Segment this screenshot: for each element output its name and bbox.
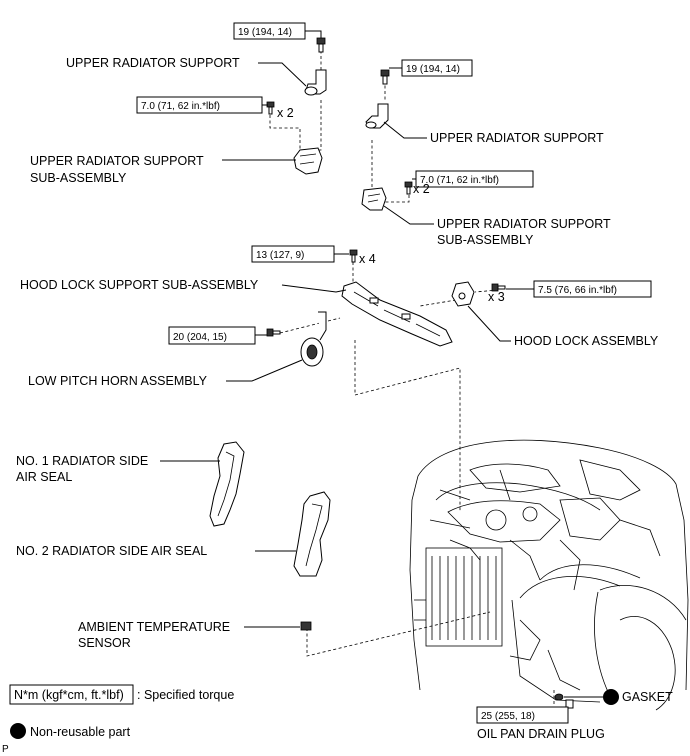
svg-text:19 (194, 14): 19 (194, 14) <box>406 64 460 75</box>
hood-lock-support-sub-assembly-part <box>341 281 453 347</box>
callout-low-pitch-horn: LOW PITCH HORN ASSEMBLY <box>28 359 303 388</box>
callout-hood-lock-support: HOOD LOCK SUPPORT SUB-ASSEMBLY <box>20 278 347 293</box>
callout-gasket: GASKET <box>564 689 673 705</box>
torque-box-t6: 7.5 (76, 66 in.*lbf) x 3 <box>488 280 652 304</box>
svg-text:13 (127, 9): 13 (127, 9) <box>256 250 304 261</box>
svg-text:SUB-ASSEMBLY: SUB-ASSEMBLY <box>437 233 534 247</box>
non-reusable-dot-icon <box>603 689 619 705</box>
svg-text:AIR SEAL: AIR SEAL <box>16 470 72 484</box>
torque-box-t8: 25 (255, 18) <box>476 706 569 724</box>
page-marker: P <box>2 744 9 755</box>
svg-text:UPPER RADIATOR SUPPORT: UPPER RADIATOR SUPPORT <box>430 131 604 145</box>
oil-pan-drain-plug-part <box>565 699 574 709</box>
bolt-icon <box>380 69 390 85</box>
bolt-icon <box>316 37 326 53</box>
ambient-temperature-sensor-part <box>300 621 312 631</box>
svg-text:7.0 (71, 62 in.*lbf): 7.0 (71, 62 in.*lbf) <box>141 101 220 112</box>
svg-text:NO. 2 RADIATOR SIDE AIR SEAL: NO. 2 RADIATOR SIDE AIR SEAL <box>16 544 207 558</box>
low-pitch-horn-assembly-part <box>300 311 327 367</box>
callout-upper-support-sub-right: UPPER RADIATOR SUPPORT SUB-ASSEMBLY <box>383 205 611 247</box>
svg-text:SUB-ASSEMBLY: SUB-ASSEMBLY <box>30 171 127 185</box>
svg-text:25 (255, 18): 25 (255, 18) <box>481 711 535 722</box>
bolt-icon <box>266 328 281 337</box>
callout-oil-pan-drain-plug: OIL PAN DRAIN PLUG <box>477 727 605 741</box>
no1-radiator-side-air-seal-part <box>209 441 245 527</box>
qty-x2-right: x 2 <box>413 182 430 196</box>
callout-upper-support-sub-left: UPPER RADIATOR SUPPORT SUB-ASSEMBLY <box>30 154 296 185</box>
svg-text:HOOD LOCK SUPPORT SUB-ASSEMBLY: HOOD LOCK SUPPORT SUB-ASSEMBLY <box>20 278 259 292</box>
legend: N*m (kgf*cm, ft.*lbf) : Specified torque… <box>9 684 234 739</box>
callout-ambient-sensor: AMBIENT TEMPERATURE SENSOR <box>78 620 300 650</box>
no2-radiator-side-air-seal-part <box>293 491 331 577</box>
svg-text:LOW PITCH HORN ASSEMBLY: LOW PITCH HORN ASSEMBLY <box>28 374 208 388</box>
callout-no2-seal: NO. 2 RADIATOR SIDE AIR SEAL <box>16 544 296 558</box>
upper-radiator-support-left-part <box>304 69 327 96</box>
torque-box-t7: 20 (204, 15) <box>168 326 267 345</box>
callout-upper-support-right: UPPER RADIATOR SUPPORT <box>383 121 604 145</box>
torque-box-t4: 7.0 (71, 62 in.*lbf) x 2 <box>412 170 534 196</box>
svg-text:AMBIENT TEMPERATURE: AMBIENT TEMPERATURE <box>78 620 230 634</box>
torque-box-t1: 19 (194, 14) <box>233 22 322 40</box>
bolt-icon <box>491 283 506 292</box>
legend-torque-key: N*m (kgf*cm, ft.*lbf) <box>14 688 124 702</box>
legend-torque-desc: : Specified torque <box>137 688 234 702</box>
svg-text:20 (204, 15): 20 (204, 15) <box>173 332 227 343</box>
gasket-part <box>554 693 564 701</box>
upper-radiator-support-sub-assembly-right-part <box>361 187 387 211</box>
svg-text:UPPER RADIATOR SUPPORT: UPPER RADIATOR SUPPORT <box>437 217 611 231</box>
svg-text:7.0 (71, 62 in.*lbf): 7.0 (71, 62 in.*lbf) <box>420 175 499 186</box>
svg-text:GASKET: GASKET <box>622 690 673 704</box>
bolt-icon <box>404 181 413 195</box>
engine-bay-illustration <box>409 439 689 711</box>
svg-text:19 (194, 14): 19 (194, 14) <box>238 27 292 38</box>
svg-text:NO. 1 RADIATOR SIDE: NO. 1 RADIATOR SIDE <box>16 454 148 468</box>
svg-text:7.5 (76, 66 in.*lbf): 7.5 (76, 66 in.*lbf) <box>538 285 617 296</box>
svg-text:UPPER RADIATOR SUPPORT: UPPER RADIATOR SUPPORT <box>30 154 204 168</box>
callout-upper-support-left: UPPER RADIATOR SUPPORT <box>66 56 307 87</box>
torque-box-t3: 7.0 (71, 62 in.*lbf) x 2 <box>136 96 294 120</box>
svg-text:OIL PAN DRAIN PLUG: OIL PAN DRAIN PLUG <box>477 727 605 741</box>
callout-no1-seal: NO. 1 RADIATOR SIDE AIR SEAL <box>16 454 220 484</box>
callout-hood-lock-assembly: HOOD LOCK ASSEMBLY <box>467 305 659 348</box>
bolt-icon <box>266 101 275 115</box>
qty-x2-left: x 2 <box>277 106 294 120</box>
svg-text:UPPER RADIATOR SUPPORT: UPPER RADIATOR SUPPORT <box>66 56 240 70</box>
qty-x3: x 3 <box>488 290 505 304</box>
hood-lock-assembly-part <box>451 281 475 307</box>
bolt-icon <box>349 249 358 263</box>
torque-box-t5: 13 (127, 9) x 4 <box>251 245 376 266</box>
torque-box-t2: 19 (194, 14) <box>389 59 473 77</box>
qty-x4: x 4 <box>359 252 376 266</box>
alignment-lines <box>269 45 555 718</box>
legend-nonreusable: Non-reusable part <box>30 725 131 739</box>
upper-radiator-support-right-part <box>365 103 389 129</box>
svg-text:SENSOR: SENSOR <box>78 636 131 650</box>
upper-radiator-support-sub-assembly-left-part <box>293 147 323 175</box>
non-reusable-dot-icon <box>10 723 26 739</box>
svg-text:HOOD LOCK ASSEMBLY: HOOD LOCK ASSEMBLY <box>514 334 659 348</box>
